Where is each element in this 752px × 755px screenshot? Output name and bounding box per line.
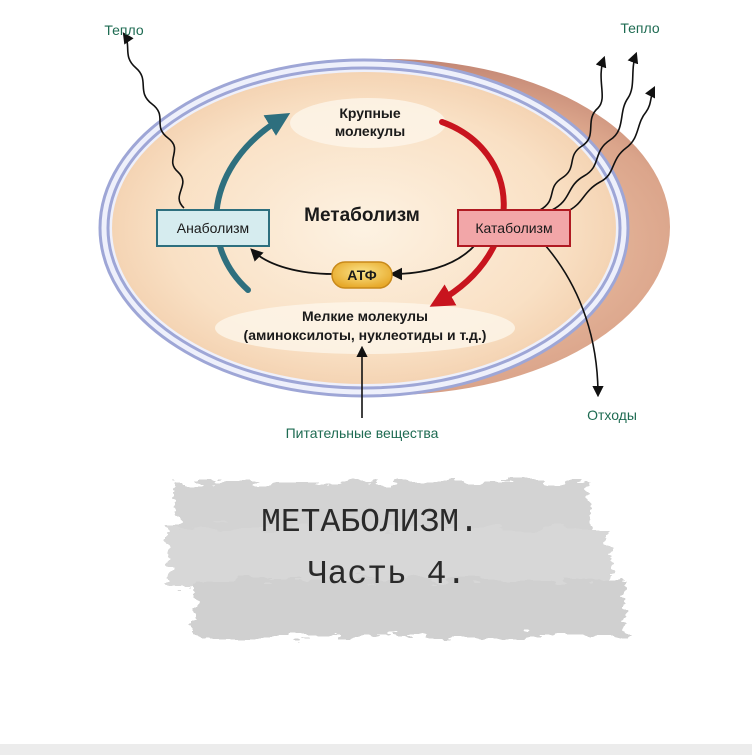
nutrients-label: Питательные вещества [286,425,439,441]
heat-right-wave-3 [565,85,656,213]
caption-line2: Часть 4. [308,556,466,593]
caption-brush-background [168,482,625,636]
heat-right-wave-1 [539,55,607,211]
heat-right-label: Тепло [620,20,659,36]
anabolism-arrow [213,112,291,293]
heat-left-wave [122,32,185,209]
bottom-divider [0,744,752,755]
catabolism-arrow [429,119,507,307]
cell-membrane-inner [106,66,622,390]
atp-label: АТФ [347,267,376,283]
heat-left-label: Тепло [104,22,143,38]
large-molecules-line2: молекулы [335,123,405,139]
small-molecules-line2: (аминоксилоты, нуклеотиды и т.д.) [244,327,487,343]
anabolism-label: Анаболизм [177,220,249,236]
waste-arrow [544,244,604,398]
center-title: Метаболизм [304,205,420,226]
anabolism-box [156,209,270,247]
highlight-small-molecules [215,302,515,354]
large-molecules-line1: Крупные [339,105,401,121]
small-molecules-line1: Мелкие молекулы [302,308,428,324]
atp-to-anabolism-arrow [250,248,334,275]
caption-line1: МЕТАБОЛИЗМ. [261,504,479,541]
catabolism-to-atp-arrow [389,243,477,281]
waste-label: Отходы [587,407,637,423]
atp-badge [331,261,393,289]
catabolism-box [457,209,571,247]
catabolism-label: Катаболизм [475,220,552,236]
highlight-large-molecules [290,98,446,148]
heat-right-wave-2 [551,51,639,211]
cell-cytoplasm [112,72,616,384]
